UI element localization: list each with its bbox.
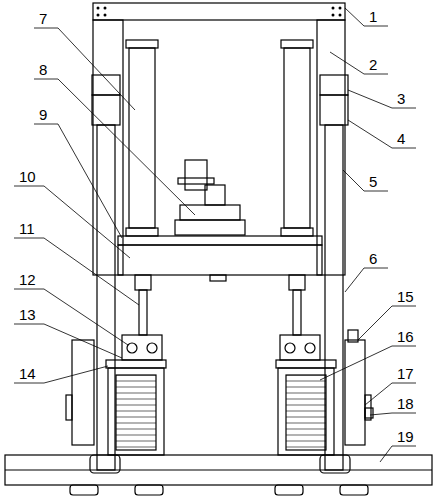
callout-number: 7 bbox=[38, 11, 48, 27]
callout-number: 9 bbox=[38, 107, 48, 123]
callout-number: 11 bbox=[18, 221, 36, 237]
callout-number: 13 bbox=[18, 307, 37, 323]
callout-number: 6 bbox=[368, 251, 378, 267]
callout-number: 3 bbox=[396, 91, 406, 107]
leader-lines bbox=[14, 8, 416, 462]
valve-unit bbox=[175, 160, 245, 235]
callout-number: 16 bbox=[396, 329, 415, 345]
cylinder bbox=[126, 40, 313, 236]
callout-number: 4 bbox=[396, 131, 406, 147]
guide-block bbox=[92, 75, 348, 125]
callout-number: 2 bbox=[368, 57, 378, 73]
guide-rod bbox=[90, 125, 350, 473]
callout-number: 1 bbox=[368, 9, 378, 25]
clamp bbox=[106, 335, 336, 368]
callout-number: 5 bbox=[368, 174, 378, 190]
callout-number: 10 bbox=[18, 169, 37, 185]
cross-beam bbox=[118, 245, 322, 275]
callout-number: 8 bbox=[38, 62, 48, 78]
callout-number: 18 bbox=[396, 396, 415, 412]
base-feet bbox=[70, 485, 368, 495]
piston-rod bbox=[135, 275, 305, 335]
callout-number: 14 bbox=[18, 366, 37, 382]
wheel-assembly bbox=[108, 368, 334, 455]
bolts bbox=[97, 7, 342, 17]
side-plate bbox=[66, 330, 373, 445]
top-beam bbox=[93, 3, 345, 20]
callout-number: 12 bbox=[18, 272, 37, 288]
center-boss bbox=[210, 275, 226, 281]
callout-number: 19 bbox=[396, 429, 415, 445]
base bbox=[5, 455, 432, 485]
callout-number: 15 bbox=[396, 289, 415, 305]
frame-upright bbox=[317, 20, 345, 275]
callout-number: 17 bbox=[396, 366, 415, 382]
mount-plate bbox=[118, 236, 322, 245]
